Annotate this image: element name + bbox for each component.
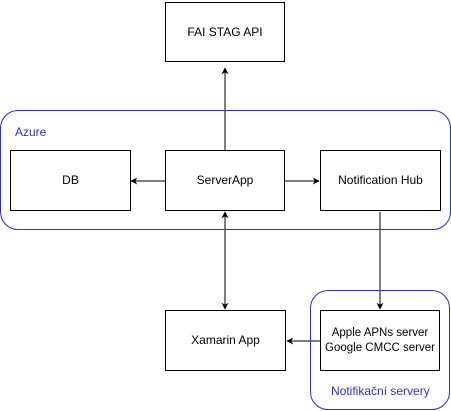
push-servers-node: Apple APNs server Google CMCC server (320, 310, 440, 371)
push-servers-text: Apple APNs server Google CMCC server (325, 326, 435, 356)
xamarin-app-label: Xamarin App (191, 333, 260, 347)
notification-servers-group-label: Notifikační servery (331, 384, 430, 398)
notification-hub-label: Notification Hub (338, 173, 423, 187)
google-cmcc-label: Google CMCC server (325, 341, 435, 354)
notification-servers-group: Notifikační servery (310, 290, 450, 410)
db-node: DB (10, 150, 131, 211)
apple-apns-label: Apple APNs server (331, 326, 429, 339)
fai-stag-api-node: FAI STAG API (165, 2, 285, 62)
xamarin-app-node: Xamarin App (165, 310, 286, 371)
fai-stag-api-label: FAI STAG API (187, 24, 263, 39)
db-label: DB (62, 173, 79, 187)
azure-group-label: Azure (15, 125, 47, 139)
notification-hub-node: Notification Hub (320, 150, 441, 211)
server-app-label: ServerApp (196, 173, 254, 187)
server-app-node: ServerApp (165, 150, 285, 211)
